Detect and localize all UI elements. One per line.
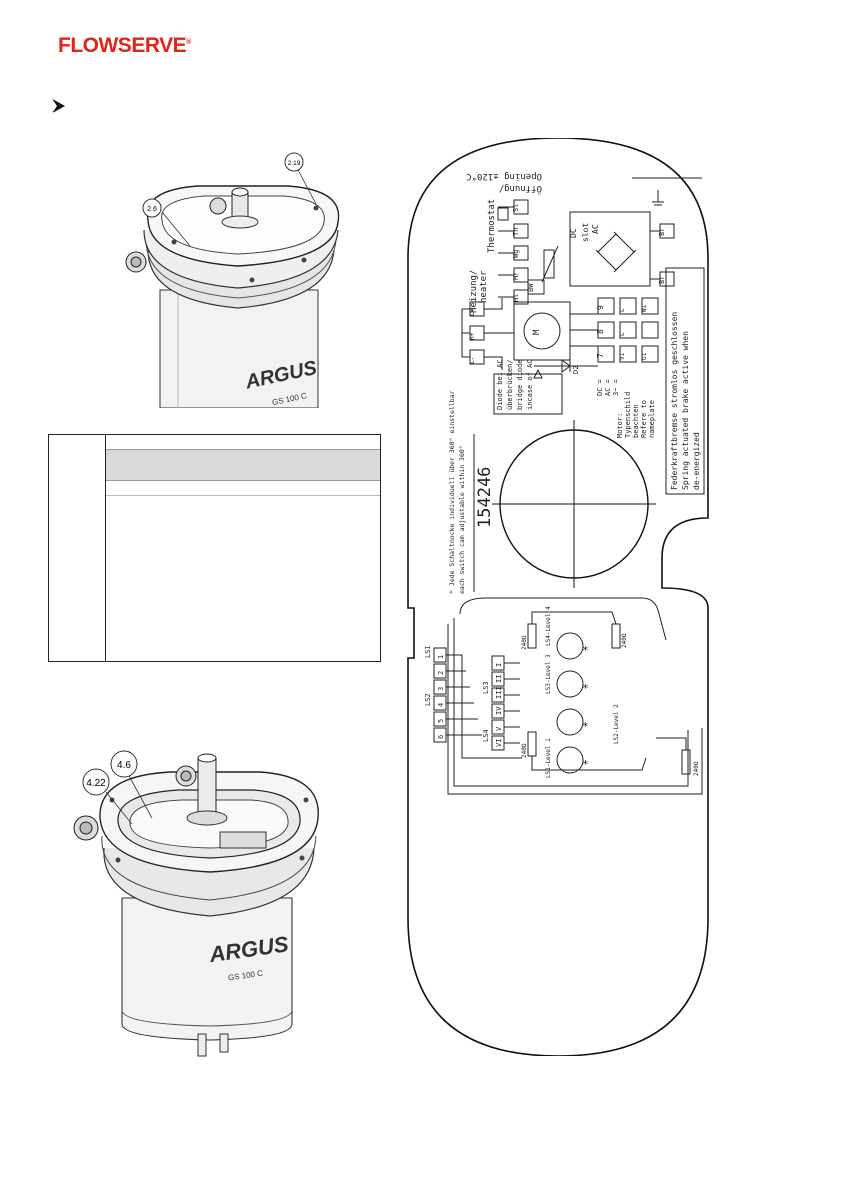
motor-terminal-v1: V1	[619, 352, 626, 360]
diode-note-1: Diode bei AC	[496, 359, 504, 410]
motor-terminal-w1: W1	[641, 304, 648, 312]
ls2-label: LS2	[424, 693, 432, 706]
spec-table-shaded-row	[106, 449, 380, 481]
drawing-number: 154246	[475, 467, 495, 528]
actuator-open-view-figure: ARGUS GS 100 C 4.22 4.6	[70, 748, 330, 1060]
brake-ac-label: AC	[591, 224, 600, 234]
ls-terminal-4: 4	[437, 703, 445, 707]
cam-level-3: LS3-Level 3	[545, 654, 552, 694]
brake-dc-label: DC	[569, 228, 578, 238]
brake-note-2: Spring actuated brake active when	[681, 331, 690, 490]
ls-roman-6: VI	[495, 739, 503, 747]
heater-heading-2: heater	[479, 270, 489, 303]
terminal-ht: Ht	[512, 294, 520, 302]
registered-mark: ®	[186, 39, 191, 46]
motor-note-1: Typenschild	[624, 392, 632, 438]
resistor-4: 240Ω	[693, 761, 700, 776]
terminal-l-minus: L-	[469, 357, 476, 364]
motor-ac-eq: AC =	[604, 379, 612, 396]
cam-level-2: LS2-Level 2	[613, 704, 620, 744]
terminal-r-plus: R+	[469, 332, 476, 340]
footnote-1: * Jede Schaltnocke individuell über 360°…	[448, 390, 456, 594]
heater-heading-1: Heizung/	[469, 270, 479, 313]
callout-4-6: 4.6	[117, 760, 131, 771]
motor-note-4: nameplate	[648, 400, 656, 438]
resistor-3: 240Ω	[521, 743, 528, 758]
spec-table-content-cell	[105, 434, 381, 662]
ls4-label: LS4	[482, 729, 490, 742]
limit-switch-terminals: LS1 LS2 1 2 3 4 5 6 LS3 LS4 I II III IV …	[424, 645, 522, 759]
callout-2-6: 2.6	[147, 206, 157, 213]
spec-table-label-cell	[48, 434, 106, 662]
ls-roman-5: V	[495, 726, 503, 731]
spec-table-divider	[106, 495, 380, 496]
motor-number-9: 9	[596, 305, 605, 310]
ls-terminal-3: 3	[437, 687, 445, 691]
motor-terminal-l2: L	[619, 332, 626, 336]
ls-roman-1: I	[495, 663, 503, 667]
motor-heading: Motor:	[616, 413, 624, 438]
cam-star-3: *	[582, 720, 589, 733]
ls-roman-4: IV	[495, 706, 503, 715]
terminal-br-2: Br	[658, 276, 666, 284]
spec-table	[48, 434, 381, 662]
terminal-th: Th	[512, 228, 520, 236]
terminal-l-plus: L+	[469, 308, 476, 316]
footnote-2: each switch cam adjustable within 360°	[458, 445, 466, 594]
ls3-label: LS3	[482, 681, 490, 694]
motor-number-terminals: 9 8 7 L L V1 W1 U1	[596, 297, 659, 363]
terminal-hr: Hr	[512, 272, 520, 280]
resistor-1: 240Ω	[521, 635, 528, 650]
motor-terminal-u1: U1	[641, 352, 648, 360]
thermostat-terminals: St Th Wg Hr Ht	[497, 199, 529, 305]
callout-2-19: 2.19	[288, 160, 301, 167]
terminal-wg: Wg	[512, 250, 520, 258]
ls-roman-2: II	[495, 675, 503, 683]
limit-switch-resistors: 240Ω 240Ω 240Ω 240Ω	[521, 611, 700, 776]
resistor-2: 240Ω	[621, 633, 628, 648]
ls1-label: LS1	[424, 645, 432, 658]
motor-note-3: Refere to	[640, 400, 648, 438]
opening-label-1: Öffnung/	[499, 183, 542, 194]
diode-note-2: überbrücken/	[506, 359, 514, 410]
wiring-diagram: Öffnung/ Opening ±120°C Thermostat Heizu…	[407, 138, 709, 1056]
ls-terminal-6: 6	[437, 735, 445, 739]
brand-name: FLOWSERVE®	[58, 34, 191, 57]
cam-star-2: *	[582, 682, 589, 695]
diode-note-3: bridge diode	[516, 359, 524, 410]
motor-left-terminals: L+ R+ L-	[461, 298, 514, 370]
actuator-top-view-figure: ARGUS GS 100 C 2.6 2.19	[118, 150, 354, 408]
ls-terminal-5: 5	[437, 719, 445, 723]
motor-dc-eq: DC =	[596, 379, 604, 396]
ls-roman-3: III	[495, 686, 503, 699]
cam-level-4: LS4-Level 4	[545, 606, 552, 646]
opening-label-2: Opening ±120°C	[466, 171, 542, 181]
motor-terminal-l: L	[619, 308, 626, 312]
flowserve-logo: FLOWSERVE®	[58, 28, 191, 62]
brake-note-3: de-energized	[692, 432, 701, 490]
brake-note-1: Federkraftbremse stromlos geschlossen	[670, 312, 679, 490]
brake-slot-label: slot	[581, 223, 590, 242]
arrowhead-bullet-icon	[52, 99, 66, 113]
motor-number-8: 8	[596, 329, 605, 334]
motor-note-2: beachten	[632, 404, 640, 438]
callout-4-22: 4.22	[86, 778, 106, 789]
terminal-bw: BW	[527, 283, 535, 292]
terminal-br-1: Br	[658, 228, 666, 236]
motor-three-eq: 3~ =	[612, 379, 620, 396]
cam-level-1: LS1-Level 1	[545, 738, 552, 778]
thermostat-heading: Thermostat	[487, 199, 497, 253]
cam-star-4: *	[582, 758, 589, 771]
ls-terminal-1: 1	[437, 655, 445, 659]
cam-star-1: *	[582, 644, 589, 657]
diode-note-4: incase of AC	[526, 359, 534, 410]
terminal-st: St	[512, 204, 520, 212]
motor-number-7: 7	[596, 353, 605, 358]
diode-label: D2	[572, 366, 580, 374]
ls-terminal-2: 2	[437, 671, 445, 675]
motor-symbol: M	[532, 329, 542, 335]
switch-cams: * * * * LS4-Level 4 LS3-Level 3 LS2-Leve…	[545, 606, 620, 778]
